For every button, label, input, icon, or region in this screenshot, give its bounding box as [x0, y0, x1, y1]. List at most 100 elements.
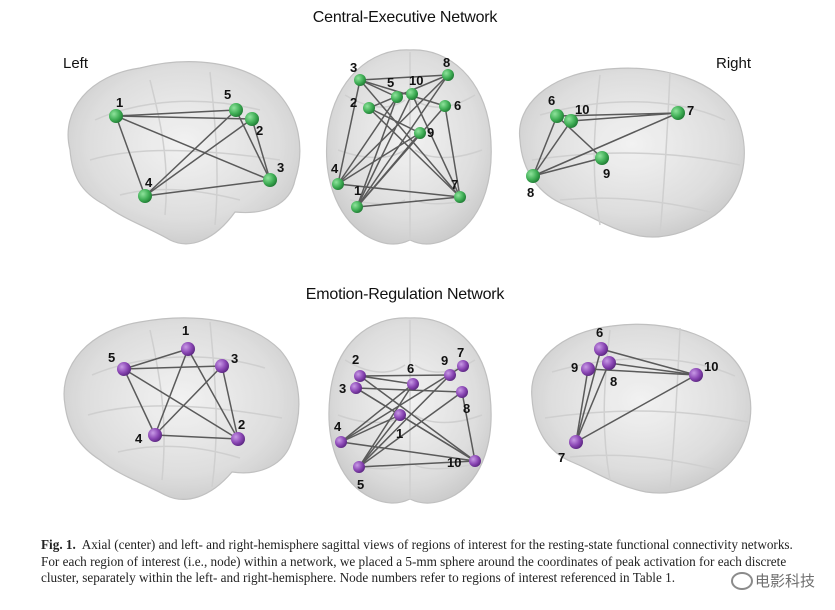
- top-right-brain: [518, 67, 745, 238]
- node-label: 9: [571, 360, 578, 375]
- node-7: [569, 435, 583, 449]
- node-label: 7: [558, 450, 565, 465]
- edge: [608, 362, 697, 376]
- node-6: [407, 378, 419, 390]
- node-1: [351, 201, 363, 213]
- node-7: [671, 106, 685, 120]
- edge: [337, 132, 421, 185]
- edge: [187, 348, 239, 440]
- node-label: 3: [277, 160, 284, 175]
- node-7: [454, 191, 466, 203]
- edge: [154, 434, 239, 440]
- edge: [532, 120, 572, 177]
- edge: [570, 112, 679, 122]
- edge: [251, 118, 271, 181]
- node-9: [414, 127, 426, 139]
- node-label: 10: [447, 455, 461, 470]
- node-4: [335, 436, 347, 448]
- node-label: 5: [224, 87, 231, 102]
- top-right-nodes: 6 10 7 9 8: [526, 93, 694, 200]
- figure-caption: Fig. 1. Axial (center) and left- and rig…: [41, 537, 801, 587]
- node-9: [581, 362, 595, 376]
- node-label: 2: [238, 417, 245, 432]
- edge: [356, 196, 461, 208]
- node-label: 6: [407, 361, 414, 376]
- watermark-text: 电影科技: [754, 572, 815, 590]
- node-label: 3: [350, 60, 357, 75]
- node-label: 5: [108, 350, 115, 365]
- node-label: 2: [350, 95, 357, 110]
- node-3: [215, 359, 229, 373]
- node-label: 7: [451, 177, 458, 192]
- left-hemisphere-label: Left: [63, 55, 89, 72]
- edge: [340, 441, 476, 462]
- node-8: [442, 69, 454, 81]
- node-1: [181, 342, 195, 356]
- edge: [144, 179, 271, 197]
- node-label: 6: [454, 98, 461, 113]
- node-1: [109, 109, 123, 123]
- node-label: 4: [135, 431, 143, 446]
- right-hemisphere-label: Right: [716, 55, 752, 72]
- node-label: 9: [603, 166, 610, 181]
- connection-lines: [115, 74, 697, 468]
- edge: [532, 157, 603, 177]
- node-label: 2: [352, 352, 359, 367]
- node-6: [439, 100, 451, 112]
- edge: [358, 460, 476, 468]
- caption-label: Fig. 1.: [41, 537, 76, 552]
- edge: [359, 79, 461, 198]
- edge: [358, 391, 463, 468]
- edge: [444, 105, 461, 198]
- node-label: 3: [231, 351, 238, 366]
- edge: [359, 375, 414, 385]
- edge: [337, 79, 361, 185]
- node-10: [689, 368, 703, 382]
- central-executive-title: Central-Executive Network: [312, 9, 498, 26]
- node-10: [564, 114, 578, 128]
- bottom-right-nodes: 6 9 8 10 7: [558, 325, 718, 465]
- node-3: [354, 74, 366, 86]
- edge: [340, 414, 401, 443]
- node-2: [245, 112, 259, 126]
- edge: [411, 93, 461, 198]
- node-2: [231, 432, 245, 446]
- node-5: [391, 91, 403, 103]
- node-8: [526, 169, 540, 183]
- node-label: 1: [396, 426, 403, 441]
- node-label: 7: [687, 103, 694, 118]
- node-9: [444, 369, 456, 381]
- edge: [144, 118, 253, 197]
- edge: [123, 348, 189, 370]
- edge: [556, 112, 679, 117]
- node-label: 2: [256, 123, 263, 138]
- node-4: [138, 189, 152, 203]
- node-label: 9: [427, 125, 434, 140]
- node-3: [263, 173, 277, 187]
- edge: [575, 362, 610, 443]
- edge: [359, 79, 446, 107]
- node-label: 10: [575, 102, 589, 117]
- edge: [144, 109, 237, 197]
- node-label: 5: [387, 75, 394, 90]
- edge: [399, 414, 476, 462]
- bottom-left-nodes: 1 5 3 4 2: [108, 323, 245, 446]
- node-9: [595, 151, 609, 165]
- edge: [358, 374, 451, 468]
- edge: [123, 368, 239, 440]
- node-7: [457, 360, 469, 372]
- edge: [221, 365, 239, 440]
- top-left-brain: [67, 61, 301, 245]
- edge: [356, 132, 421, 208]
- top-left-nodes: 1 5 2 3 4: [109, 87, 284, 203]
- node-label: 8: [610, 374, 617, 389]
- edge: [356, 74, 449, 208]
- edge: [359, 374, 451, 377]
- node-label: 4: [334, 419, 342, 434]
- edge: [337, 74, 449, 185]
- node-label: 5: [357, 477, 364, 492]
- edge: [123, 365, 223, 370]
- node-label: 10: [704, 359, 718, 374]
- node-label: 1: [354, 183, 361, 198]
- node-label: 1: [182, 323, 189, 338]
